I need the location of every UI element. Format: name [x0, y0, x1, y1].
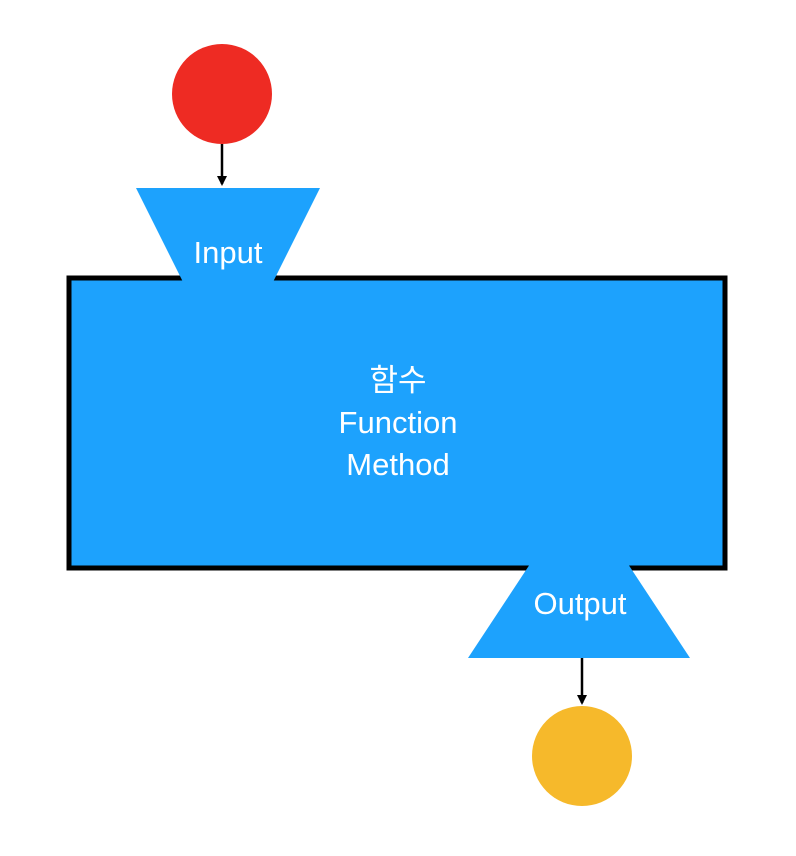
start-node [172, 44, 272, 144]
function-label-korean: 함수 [369, 363, 427, 398]
output-label: Output [533, 586, 627, 621]
function-block [66, 275, 728, 571]
function-label-method: Method [346, 447, 450, 482]
input-funnel [136, 188, 320, 282]
end-node [532, 706, 632, 806]
function-label-function: Function [338, 405, 458, 440]
function-label: 함수 Function Method [260, 360, 536, 486]
output-funnel [468, 564, 690, 658]
input-label: Input [193, 235, 263, 270]
